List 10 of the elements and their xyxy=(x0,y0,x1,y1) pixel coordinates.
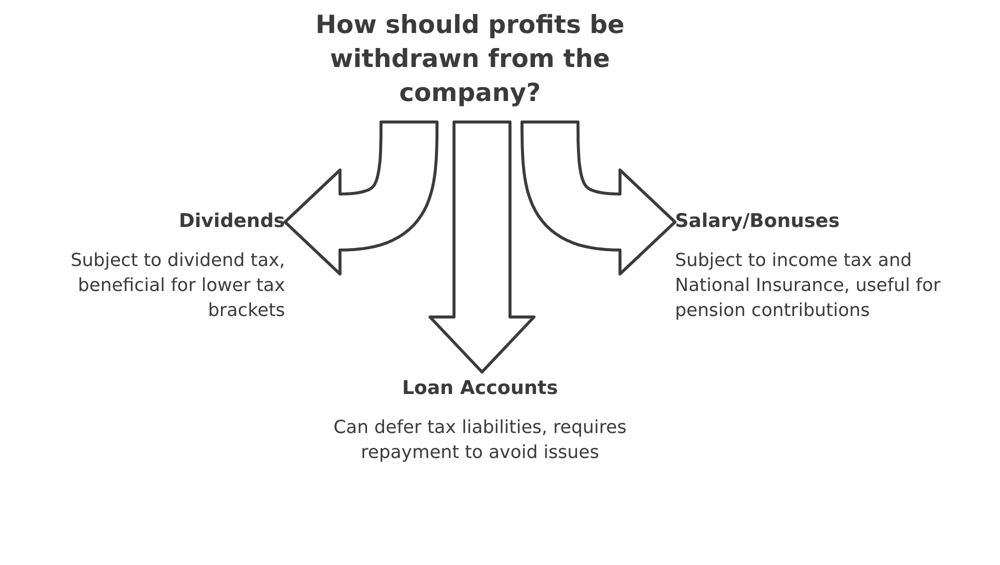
arrow xyxy=(520,120,676,276)
option-description: Can defer tax liabilities, requires repayment to avoid issues xyxy=(332,416,628,465)
question-heading: How should profits be withdrawn from the company? xyxy=(314,9,626,108)
option-heading: Loan Accounts xyxy=(401,376,559,401)
option-description: Subject to dividend tax, beneficial for lower tax brackets xyxy=(70,248,285,324)
option-heading: Salary/Bonuses xyxy=(675,209,841,234)
option-heading: Dividends xyxy=(178,209,285,234)
arrow xyxy=(428,120,536,374)
arrow xyxy=(284,120,438,276)
option-description: Subject to income tax and National Insurance, useful for pension contributions xyxy=(675,248,942,324)
